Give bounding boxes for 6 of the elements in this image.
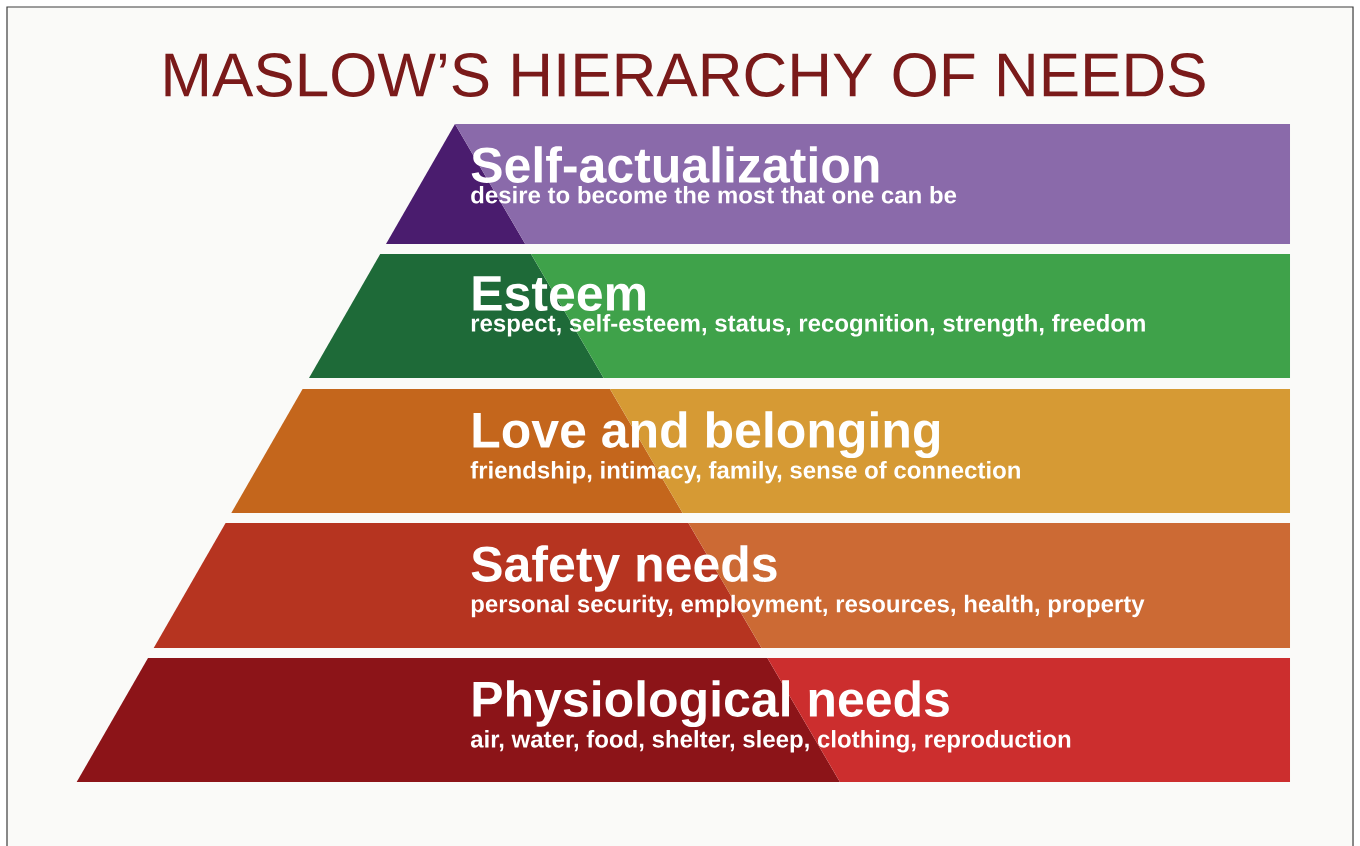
pyramid-tier: Safety needs personal security, employment, resources, health, property bbox=[153, 523, 1290, 648]
pyramid-tier: Physiological needs air, water, food, shelter, sleep, clothing, reproduction bbox=[76, 658, 1290, 782]
pyramid-tier: Love and belonging friendship, intimacy, family, sense of connection bbox=[231, 389, 1290, 513]
title: MASLOW’S HIERARCHY OF NEEDS bbox=[165, 53, 1205, 97]
pyramid-tier: Esteem respect, self-esteem, status, recognition, strength, freedom bbox=[309, 254, 1290, 378]
pyramid-tier: Self-actualization desire to become the most that one can be bbox=[386, 124, 1290, 244]
